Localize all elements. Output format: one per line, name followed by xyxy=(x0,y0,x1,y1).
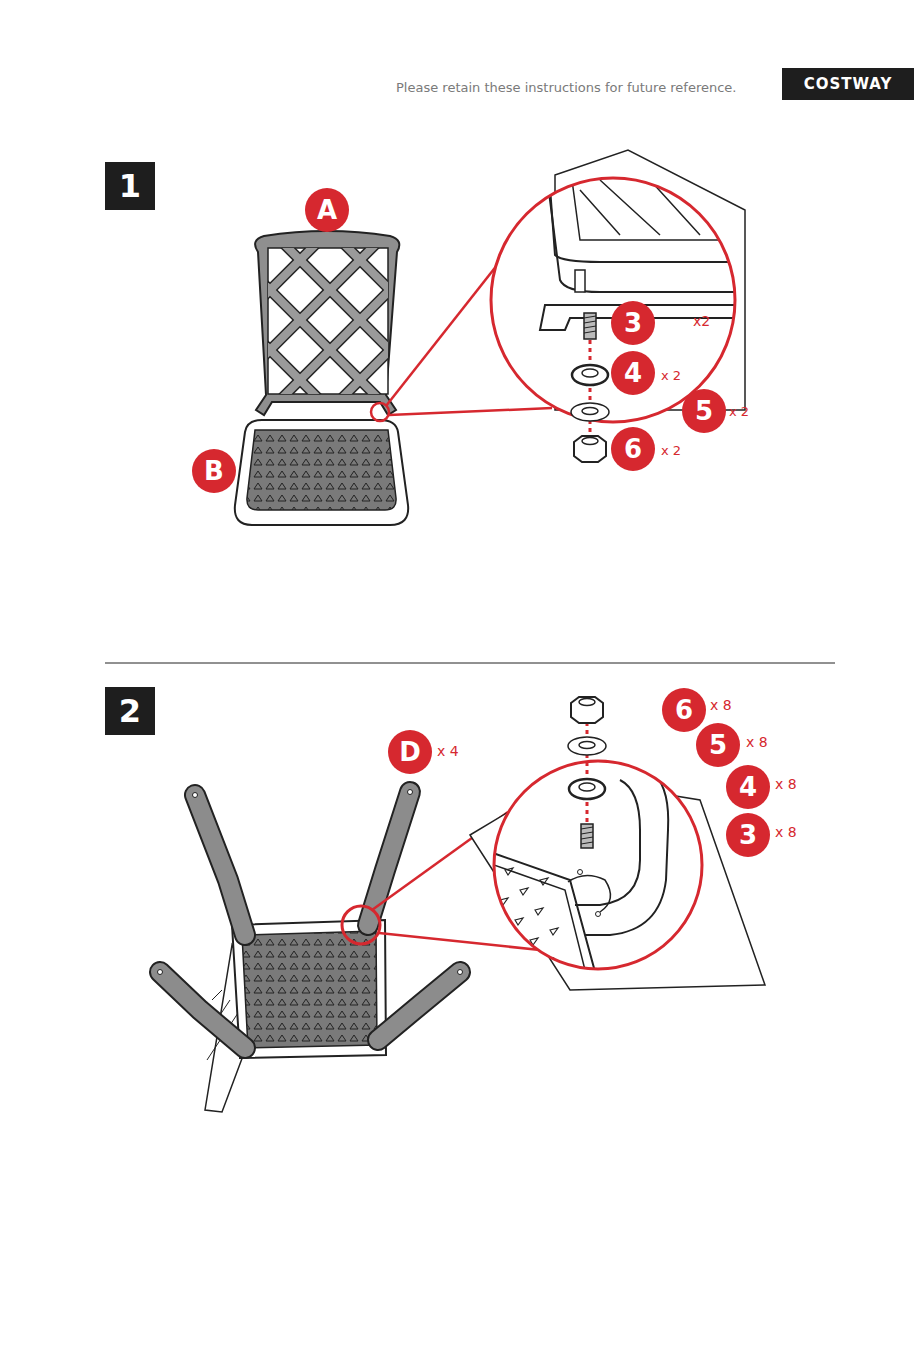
quantity: x2 xyxy=(693,314,710,329)
hardware-stack xyxy=(568,697,606,848)
quantity: x 2 xyxy=(729,405,749,419)
quantity: x 8 xyxy=(710,698,732,713)
zoom-detail xyxy=(470,775,668,990)
zoom-ground xyxy=(491,178,735,422)
step-number: 1 xyxy=(105,162,155,210)
quantity: x 2 xyxy=(661,369,681,383)
callout-number: 3 xyxy=(726,813,770,857)
callout-number: 3 xyxy=(611,301,655,345)
callout-number-text: 3 xyxy=(739,822,757,848)
quantity: x 8 xyxy=(746,735,768,750)
callout-number-text: 3 xyxy=(624,310,642,336)
callout-number-text: 5 xyxy=(709,732,727,758)
quantity: x 2 xyxy=(661,444,681,458)
callout-number: 5 xyxy=(696,723,740,767)
callout-number-text: 4 xyxy=(739,774,757,800)
brand-band: COSTWAY xyxy=(782,68,914,100)
callout-number-text: 6 xyxy=(624,436,642,462)
hardware-stack xyxy=(571,313,609,462)
step-number: 2 xyxy=(105,687,155,735)
step-number-text: 2 xyxy=(119,695,141,727)
quantity: x 4 xyxy=(437,744,459,759)
brand-name: COSTWAY xyxy=(804,77,893,92)
part-letter-text: D xyxy=(399,739,421,765)
part-letter-text: A xyxy=(317,197,337,223)
callout-number: 6 xyxy=(662,688,706,732)
header-note: Please retain these instructions for fut… xyxy=(396,81,736,95)
detail-marker xyxy=(342,906,380,944)
quantity: x 8 xyxy=(775,777,797,792)
callout-number-text: 6 xyxy=(675,697,693,723)
step-number-text: 1 xyxy=(119,170,141,202)
quantity: x 8 xyxy=(775,825,797,840)
callout-number-text: 4 xyxy=(624,360,642,386)
callout-number: 4 xyxy=(726,765,770,809)
zoom-circle xyxy=(494,761,702,969)
part-letter: A xyxy=(305,188,349,232)
zoom-circle xyxy=(491,178,735,422)
step-divider xyxy=(105,663,835,664)
chair-upside-down xyxy=(158,790,463,1113)
callout-number: 5 xyxy=(682,389,726,433)
chair-seat xyxy=(235,420,408,525)
part-letter: D xyxy=(388,730,432,774)
callout-number: 4 xyxy=(611,351,655,395)
callout-number: 6 xyxy=(611,427,655,471)
part-letter: B xyxy=(192,449,236,493)
part-letter-text: B xyxy=(204,458,224,484)
callout-number-text: 5 xyxy=(695,398,713,424)
